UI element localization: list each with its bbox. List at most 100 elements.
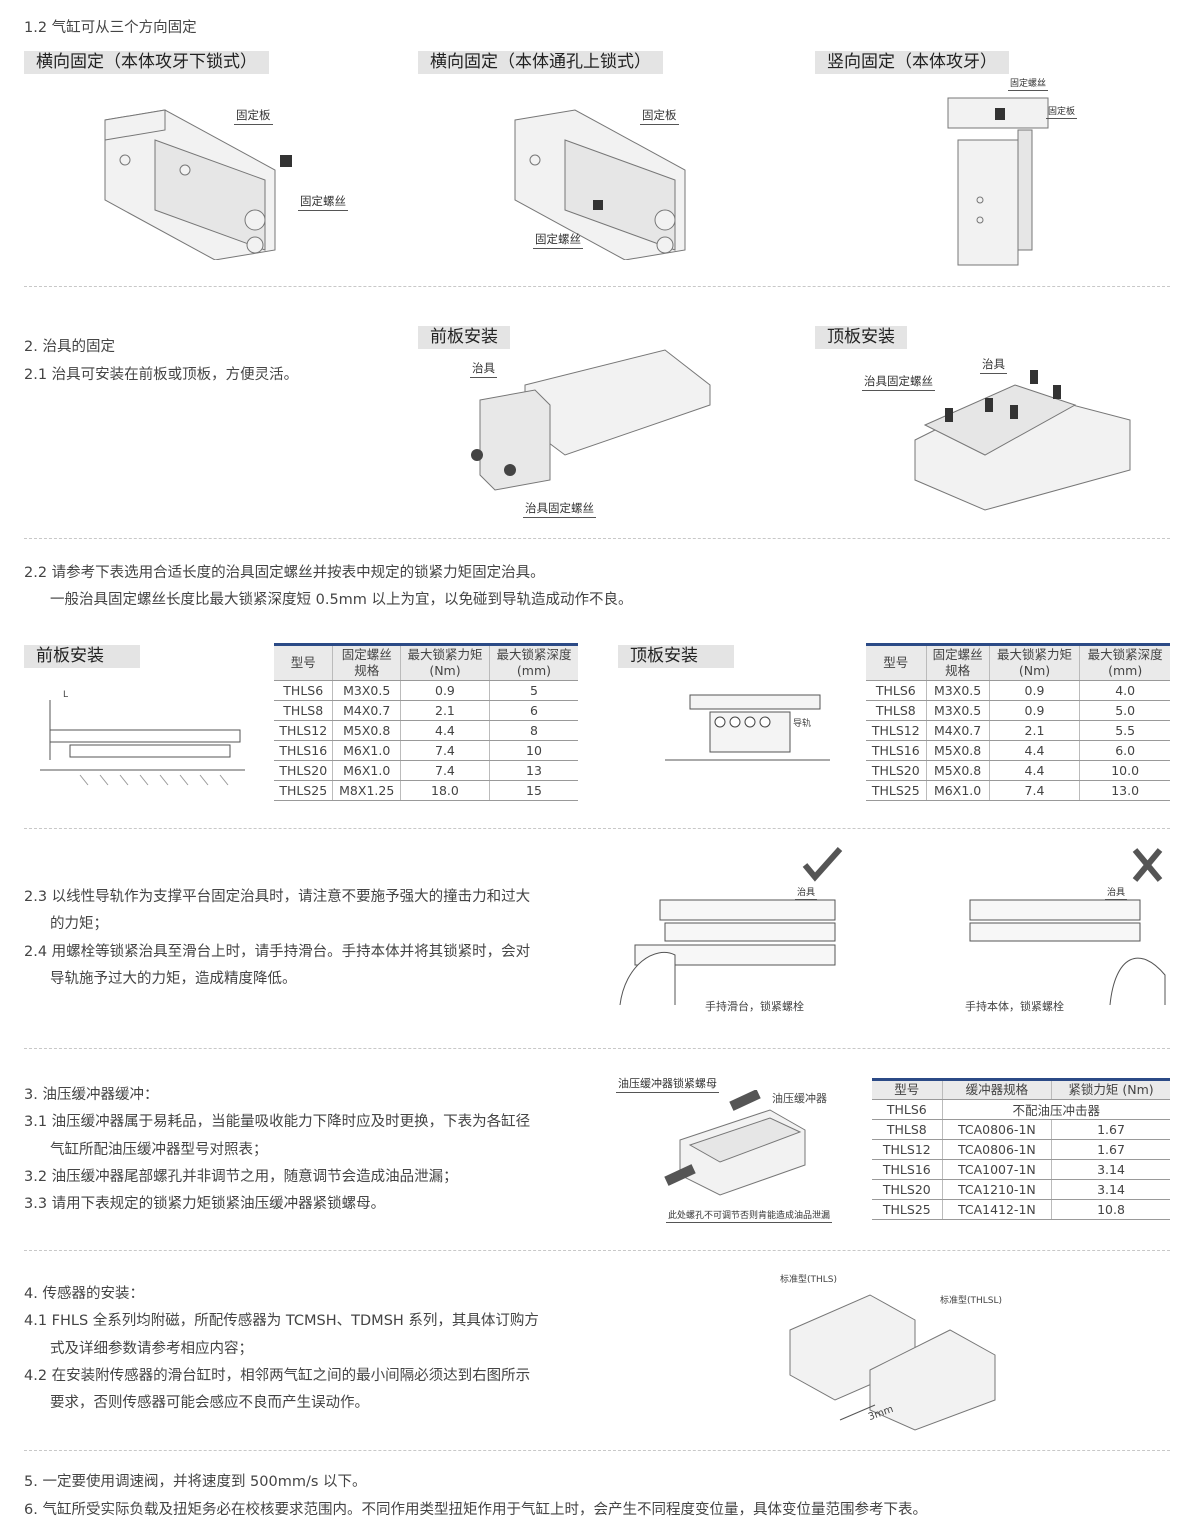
table-cell: M4X0.7 (332, 700, 401, 721)
col-header: 型号 (872, 1079, 943, 1100)
tag-top-plate-table: 顶板安装 (618, 645, 734, 668)
divider (24, 828, 1170, 829)
section-3-1-line2: 气缸所配油压缓冲器型号对照表； (50, 1142, 268, 1158)
label-absorber: 油压缓冲器 (772, 1092, 827, 1105)
table-cell: 4.4 (989, 760, 1081, 781)
table-cell: M5X0.8 (926, 740, 990, 761)
illustration-sensor-spacing (789, 1294, 996, 1431)
divider (24, 1250, 1170, 1251)
table-cell: THLS12 (872, 1139, 943, 1160)
table-cell: 10.8 (1051, 1199, 1170, 1220)
dimension-label-front: L (63, 690, 69, 700)
illustration-horizontal-top (514, 109, 686, 260)
section-4-1-line2: 式及详细参数请参考相应内容； (50, 1341, 253, 1357)
table-cell: 2.1 (400, 700, 490, 721)
table-cell: 8 (489, 720, 578, 741)
table-cell: 5.0 (1079, 700, 1170, 721)
table-cell: M3X0.5 (332, 680, 401, 701)
label-fixing-screw-a: 固定螺丝 (298, 193, 348, 211)
section-4-2-line1: 4.2 在安装附传感器的滑台缸时，相邻两气缸之间的最小间隔必须达到右图所示 (24, 1368, 531, 1384)
illustration-horizontal-bottom (104, 109, 292, 260)
diagram-top-depth (665, 694, 830, 761)
section-6-text: 6. 气缸所受实际负载及扭矩务必在校核要求范围内。不同作用类型扭矩作用于气缸上时… (24, 1502, 927, 1518)
table-cell: TCA1210-1N (942, 1179, 1053, 1200)
table-cell: TCA0806-1N (942, 1139, 1053, 1160)
col-header: 缓冲器规格 (942, 1079, 1053, 1100)
table-cell: 13 (489, 760, 578, 781)
section-5-text: 5. 一定要使用调速阀，并将速度到 500mm/s 以下。 (24, 1474, 367, 1490)
table-cell: TCA1412-1N (942, 1199, 1053, 1220)
label-standard-thlsl: 标准型(THLSL) (940, 1296, 1003, 1306)
label-fixing-plate-b: 固定板 (640, 107, 679, 125)
section-2-3-line1: 2.3 以线性导轨作为支撑平台固定治具时，请注意不要施予强大的撞击力和过大 (24, 889, 531, 905)
label-fixing-screw-c: 固定螺丝 (1008, 76, 1049, 91)
col-header: 紧锁力矩 (Nm) (1051, 1079, 1170, 1100)
caption-hold-body: 手持本体，锁紧螺栓 (965, 1000, 1064, 1013)
col-header: 最大锁紧力矩 (Nm) (989, 644, 1081, 681)
table-cell: 3.14 (1051, 1159, 1170, 1180)
label-jig-front: 治具 (470, 360, 497, 378)
table-cell: THLS8 (274, 700, 334, 721)
label-fixing-plate-a: 固定板 (234, 107, 273, 125)
table-cell: THLS8 (872, 1119, 943, 1140)
table-cell: THLS8 (866, 700, 927, 721)
tag-front-plate-table: 前板安装 (24, 645, 140, 668)
table-cell: TCA1007-1N (942, 1159, 1053, 1180)
table-cell: 10.0 (1079, 760, 1170, 781)
table-cell: 6 (489, 700, 578, 721)
table-cell: 7.4 (400, 760, 490, 781)
table-cell: 1.67 (1051, 1119, 1170, 1140)
table-cell: 3.14 (1051, 1179, 1170, 1200)
table-cell: 10 (489, 740, 578, 761)
table-cell: 5 (489, 680, 578, 701)
col-header: 型号 (866, 644, 927, 681)
label-fixing-plate-c: 固定板 (1046, 104, 1078, 119)
label-jig-ok: 治具 (795, 885, 818, 900)
section-2-title: 2. 治具的固定 (24, 339, 115, 355)
label-jig-top: 治具 (980, 356, 1007, 374)
table-cell: 18.0 (400, 780, 490, 801)
tag-vertical: 竖向固定（本体攻牙） (815, 51, 1009, 74)
table-cell: THLS6 (866, 680, 927, 701)
table-cell: M3X0.5 (926, 700, 990, 721)
table-cell: THLS6 (872, 1099, 943, 1120)
label-jig-screw-front: 治具固定螺丝 (523, 500, 596, 518)
col-header: 固定螺丝 规格 (926, 644, 990, 681)
divider (24, 1048, 1170, 1049)
section-2-4-line1: 2.4 用螺栓等锁紧治具至滑台上时，请手持滑台。手持本体并将其锁紧时，会对 (24, 944, 531, 960)
col-header: 最大锁紧深度 (mm) (1079, 644, 1170, 681)
tag-horizontal-bottom: 横向固定（本体攻牙下锁式） (24, 51, 269, 74)
section-2-2-line1: 2.2 请参考下表选用合适长度的治具固定螺丝并按表中规定的锁紧力矩固定治具。 (24, 565, 545, 581)
table-cell: M8X1.25 (332, 780, 401, 801)
table-cell: 0.9 (400, 680, 490, 701)
table-cell: M5X0.8 (332, 720, 401, 741)
table-cell: THLS25 (872, 1199, 943, 1220)
illustration-wrong (969, 848, 1166, 1006)
section-2-3-line2: 的力矩； (50, 916, 108, 932)
table-cell: 不配油压冲击器 (942, 1099, 1170, 1120)
table-cell: 6.0 (1079, 740, 1170, 761)
table-cell: 2.1 (989, 720, 1081, 741)
table-cell: 4.0 (1079, 680, 1170, 701)
table-cell: THLS12 (866, 720, 927, 741)
section-2-1-text: 2.1 治具可安装在前板或顶板，方便灵活。 (24, 367, 299, 383)
col-header: 最大锁紧力矩 (Nm) (400, 644, 490, 681)
table-cell: M6X1.0 (332, 740, 401, 761)
section-3-2-text: 3.2 油压缓冲器尾部螺孔并非调节之用，随意调节会造成油品泄漏； (24, 1169, 458, 1185)
section-4-2-line2: 要求，否则传感器可能会感应不良而产生误动作。 (50, 1395, 369, 1411)
tag-front-plate: 前板安装 (418, 326, 510, 349)
